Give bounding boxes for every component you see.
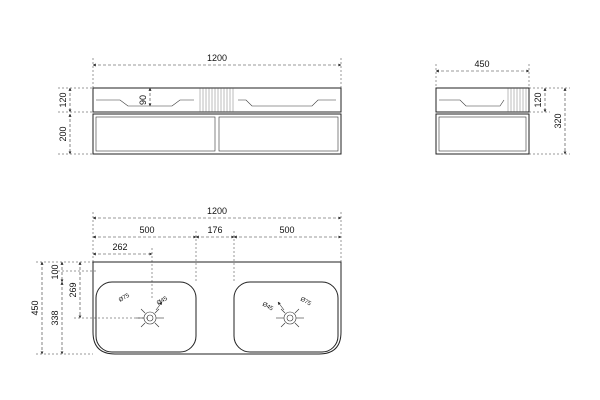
side-view: 450 120 320	[435, 59, 570, 155]
front-fluted-panel	[199, 88, 234, 112]
side-basin-outline	[439, 99, 505, 107]
plan-right-basin	[233, 281, 339, 353]
plan-basin-left-label: 500	[139, 225, 154, 235]
side-depth-label: 450	[474, 59, 489, 69]
front-cabinet	[92, 113, 342, 155]
front-basin-depth-label: 90	[138, 95, 148, 105]
front-drawer-left	[95, 116, 216, 152]
plan-right-hole-1-label: Ø45	[261, 302, 274, 313]
front-right-basin-outline	[238, 99, 336, 107]
front-top-height-label: 120	[58, 92, 68, 107]
plan-depth-label: 450	[30, 300, 40, 315]
plan-right-leader	[277, 301, 285, 311]
plan-left-hole-1-label: Ø75	[118, 293, 131, 304]
plan-view: 1200 500 176 500 262 Ø7	[30, 206, 342, 355]
front-drawer-right	[218, 116, 339, 152]
plan-left-leader	[155, 301, 163, 311]
plan-gap-label: 176	[207, 225, 222, 235]
plan-width-label: 1200	[207, 206, 227, 216]
plan-basin-right-label: 500	[279, 225, 294, 235]
front-top-band	[92, 87, 342, 113]
side-cabinet	[435, 113, 530, 155]
front-view: 1200 90	[58, 53, 342, 155]
side-top-band	[435, 87, 530, 113]
plan-left-basin	[95, 281, 197, 353]
plan-drain-front-label: 338	[50, 310, 60, 325]
plan-left-drain	[136, 308, 164, 328]
plan-edge-offset-label: 100	[50, 264, 60, 279]
plan-drain-offset-label: 262	[112, 242, 127, 252]
side-fluted-edge	[507, 88, 527, 112]
plan-right-hole-2-label: Ø75	[299, 297, 312, 308]
plan-faucet-offset-label: 269	[68, 282, 78, 297]
plan-left-hole-2-label: Ø45	[156, 296, 169, 307]
side-top-height-label: 120	[533, 92, 543, 107]
side-cabinet-panel	[438, 116, 527, 152]
front-cabinet-height-label: 200	[58, 126, 68, 141]
plan-countertop-outline	[92, 261, 342, 355]
side-total-height-label: 320	[553, 113, 563, 128]
front-width-label: 1200	[207, 53, 227, 63]
plan-right-drain	[276, 308, 304, 328]
